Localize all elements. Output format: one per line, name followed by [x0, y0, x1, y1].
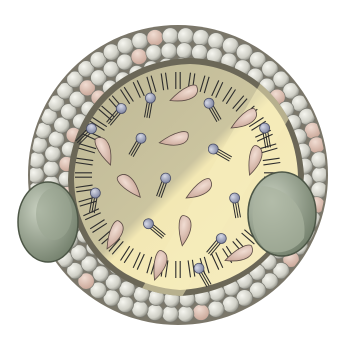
phospholipid-head: [48, 131, 64, 147]
apolipoprotein-left: [18, 182, 78, 262]
phospholipid-head: [132, 33, 148, 49]
phospholipid-head: [208, 301, 224, 317]
cholesteryl-ester-surface: [131, 49, 147, 65]
phospholipid-head: [176, 43, 192, 59]
phospholipid-head: [132, 301, 148, 317]
phospholipid-head: [117, 54, 133, 70]
phospholipid-head: [192, 44, 208, 60]
phospholipid-head: [161, 43, 177, 59]
phospholipid-head: [147, 304, 163, 320]
cholesteryl-ester-surface: [147, 30, 163, 46]
apolipoprotein-right: [248, 172, 316, 256]
cholesteryl-ester-surface: [193, 304, 209, 320]
phospholipid-head: [193, 30, 209, 46]
phospholipid-head: [162, 306, 178, 322]
phospholipid-head: [208, 33, 224, 49]
phospholipid-head: [312, 167, 328, 183]
phospholipid-head: [178, 306, 194, 322]
phospholipid-head: [45, 146, 61, 162]
phospholipid-head: [28, 167, 44, 183]
phospholipid-head: [43, 161, 59, 177]
phospholipid-head: [146, 45, 162, 61]
phospholipid-head: [117, 38, 133, 54]
phospholipid-head: [178, 28, 194, 44]
phospholipid-head: [162, 28, 178, 44]
phospholipid-head: [222, 296, 238, 312]
